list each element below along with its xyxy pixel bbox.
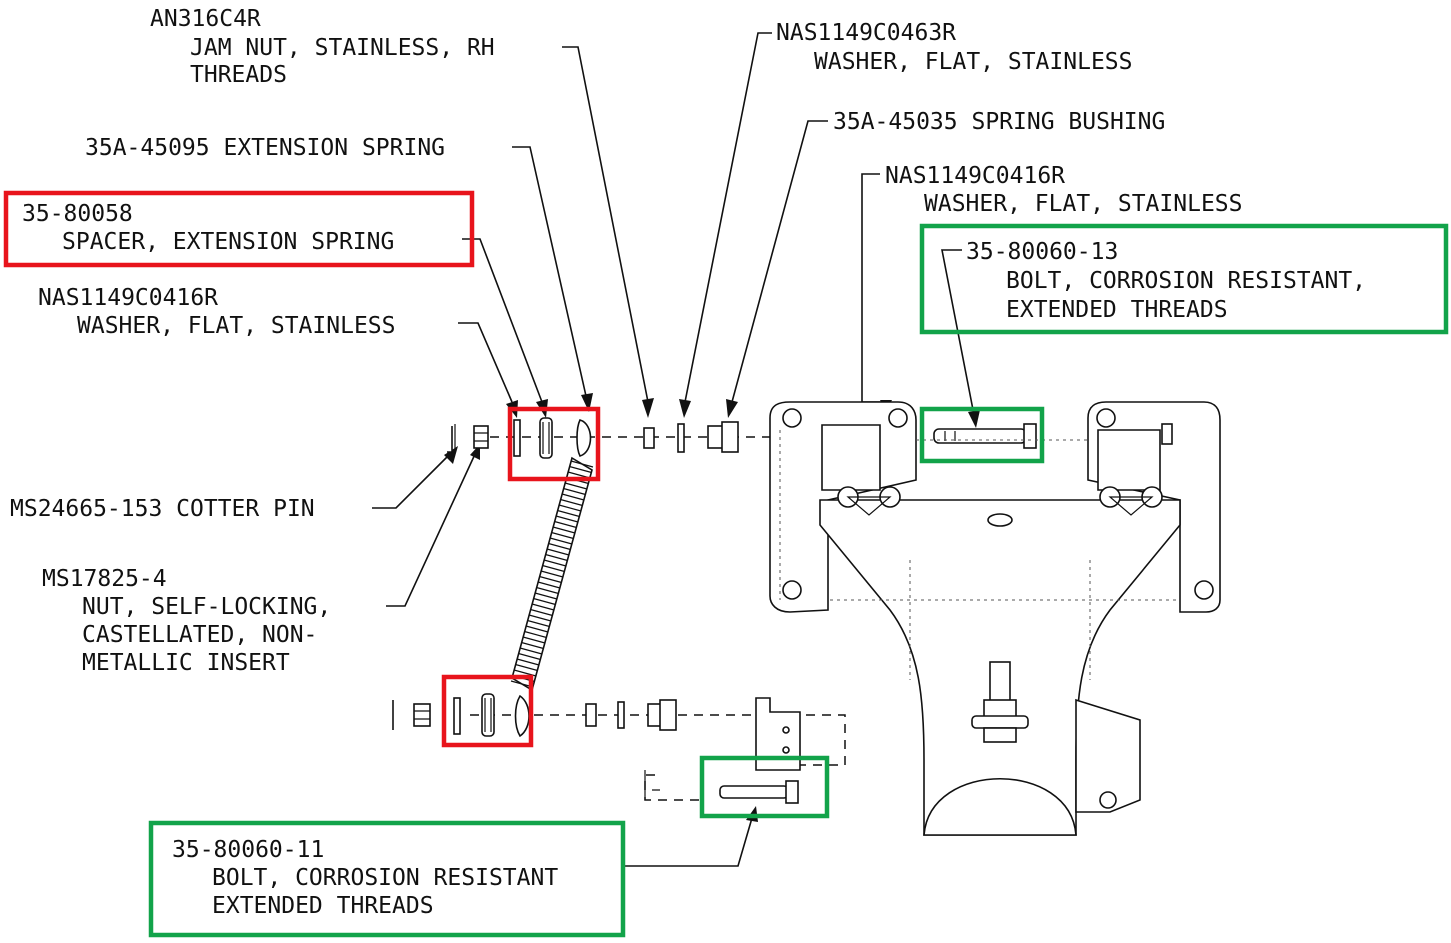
nut-description-cont-2: METALLIC INSERT (82, 650, 290, 676)
spring-hook-top (576, 419, 592, 457)
bottom-hardware-stack (392, 693, 846, 804)
cotter-pin-top (447, 426, 453, 453)
bottom-spacer-highlight (441, 674, 534, 748)
jam-nut-description-cont: THREADS (190, 62, 287, 88)
bolt-11-callout-highlight (148, 820, 626, 938)
spacer-top (539, 417, 553, 459)
washer-left-bottom (453, 697, 461, 735)
jam-nut-part-number: AN316C4R (150, 6, 261, 32)
callout-jam-nut: AN316C4R JAM NUT, STAINLESS, RH THREADS (150, 6, 495, 88)
leader-jam-nut (562, 46, 649, 403)
top-hardware-stack (447, 417, 800, 459)
bolt-13-description: BOLT, CORROSION RESISTANT, (1006, 268, 1366, 294)
leader-bolt-13 (941, 249, 975, 416)
adjuster-bolt (989, 661, 1011, 703)
bolt-11-description-cont: EXTENDED THREADS (212, 893, 434, 919)
spacer-part-number: 35-80058 (22, 201, 133, 227)
spacer-callout-highlight (3, 190, 475, 268)
callout-extension-spring: 35A-45095 EXTENSION SPRING (85, 135, 445, 161)
callout-cotter-pin: MS24665-153 COTTER PIN (10, 496, 315, 522)
callout-bolt-13: 35-80060-13 BOLT, CORROSION RESISTANT, E… (966, 239, 1366, 323)
washer-left-top (513, 419, 521, 457)
washer-flat-bottom (617, 701, 625, 729)
extension-spring (510, 456, 594, 692)
bolt-13 (933, 423, 1037, 449)
callout-nut-self-locking: MS17825-4 NUT, SELF-LOCKING, CASTELLATED… (42, 566, 331, 676)
spacer-bottom (481, 693, 495, 737)
leader-lines (372, 32, 975, 867)
top-spacer-highlight (507, 406, 601, 482)
bolt-13-shank (933, 428, 1027, 444)
washer-top-part-number: NAS1149C0463R (776, 20, 956, 46)
washer-right-part-number: NAS1149C0416R (885, 163, 1065, 189)
bushing-bottom-right (659, 699, 677, 731)
bolt-11-description: BOLT, CORROSION RESISTANT (212, 865, 558, 891)
washer-right-description: WASHER, FLAT, STAINLESS (924, 191, 1243, 217)
bolt-13-head (1023, 423, 1037, 449)
mounting-housing (769, 401, 1221, 836)
leader-spacer (462, 238, 543, 403)
bolt-11-axis (644, 774, 700, 801)
bolt-13-part-highlight (919, 406, 1045, 464)
extension-spring-label: 35A-45095 EXTENSION SPRING (85, 135, 445, 161)
castellated-nut-top (473, 425, 489, 449)
spacer-description: SPACER, EXTENSION SPRING (62, 229, 394, 255)
spring-hook-bottom (514, 694, 530, 738)
bolt-11-part-number: 35-80060-11 (172, 837, 324, 863)
bolt-11-head (785, 780, 799, 804)
leader-washer-right (861, 173, 886, 403)
bottom-assembly-axis (470, 714, 846, 766)
leader-washer-left (458, 322, 513, 403)
cotter-pin-label: MS24665-153 COTTER PIN (10, 496, 315, 522)
bolt-13-part-number: 35-80060-13 (966, 239, 1118, 265)
nut-description: NUT, SELF-LOCKING, (82, 594, 331, 620)
bushing-top-right (721, 421, 739, 453)
leader-washer-top (684, 32, 772, 403)
jam-nut-top (643, 427, 655, 449)
nut-part-number: MS17825-4 (42, 566, 167, 592)
callout-spacer: 35-80058 SPACER, EXTENSION SPRING (22, 201, 394, 255)
bolt-11-shank (719, 785, 789, 799)
washer-left-part-number: NAS1149C0416R (38, 285, 218, 311)
leader-cotter-pin (372, 453, 451, 509)
callout-washer-left: NAS1149C0416R WASHER, FLAT, STAINLESS (38, 285, 396, 339)
nut-description-cont: CASTELLATED, NON- (82, 622, 317, 648)
jam-nut-bottom (585, 703, 597, 727)
callout-washer-right: NAS1149C0416R WASHER, FLAT, STAINLESS (885, 163, 1243, 217)
callout-washer-top: NAS1149C0463R WASHER, FLAT, STAINLESS (776, 20, 1133, 75)
leader-nut (386, 451, 477, 607)
leader-extension-spring (512, 146, 587, 397)
callout-spring-bushing: 35A-45035 SPRING BUSHING (833, 109, 1165, 135)
callout-bolt-11: 35-80060-11 BOLT, CORROSION RESISTANT EX… (172, 837, 558, 919)
washer-left-description: WASHER, FLAT, STAINLESS (77, 313, 396, 339)
washer-top-description: WASHER, FLAT, STAINLESS (814, 49, 1133, 75)
bolt-13-description-cont: EXTENDED THREADS (1006, 297, 1228, 323)
housing-dome (923, 777, 1077, 836)
bolt-11-part-highlight (699, 755, 830, 819)
washer-flat-top (677, 423, 685, 453)
leader-spring-bushing (731, 120, 828, 403)
spring-bushing-label: 35A-45035 SPRING BUSHING (833, 109, 1165, 135)
bolt-13-callout-highlight (919, 223, 1449, 335)
leader-bolt-11 (625, 817, 753, 867)
castellated-nut-bottom (413, 703, 431, 727)
highlight-boxes (3, 190, 1449, 938)
jam-nut-description: JAM NUT, STAINLESS, RH (190, 35, 495, 61)
